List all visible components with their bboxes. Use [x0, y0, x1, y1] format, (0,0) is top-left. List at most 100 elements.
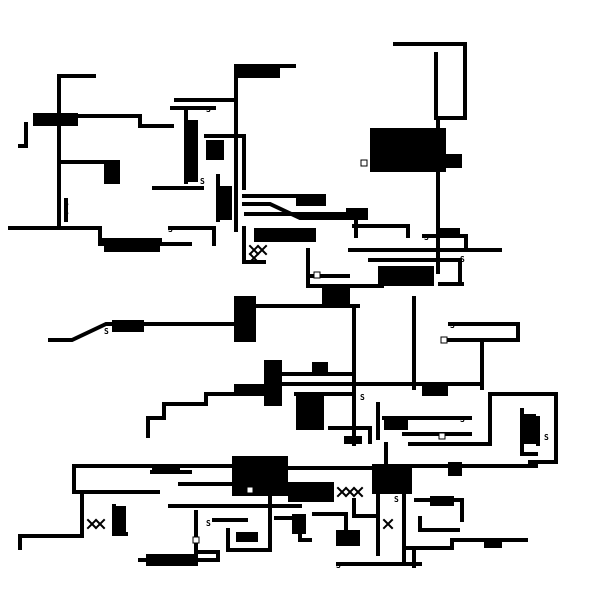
room-block: [112, 320, 144, 332]
room-block: [296, 392, 324, 430]
room-block: [322, 288, 350, 304]
room-block: [384, 416, 408, 430]
room-block: [114, 506, 126, 532]
room-block: [236, 532, 258, 542]
wall-segment: [352, 224, 410, 238]
room-block: [104, 160, 120, 184]
wall-segment: [418, 516, 460, 532]
cross-marker-icon: [94, 518, 106, 530]
wall-segment: [404, 538, 528, 550]
s-marker-icon: S: [460, 255, 465, 264]
s-marker-icon: S: [394, 495, 399, 504]
room-block: [430, 496, 454, 506]
s-marker-icon: S: [64, 199, 69, 208]
wall-segment: [8, 226, 162, 242]
room-block: [33, 113, 78, 126]
wall-segment: [34, 114, 174, 128]
s-marker-icon: S: [206, 105, 211, 114]
wall-segment: [146, 402, 166, 438]
wall-segment: [48, 322, 238, 342]
wall-segment: [368, 258, 462, 286]
upper-right-structure: [360, 42, 467, 274]
room-block: [146, 554, 198, 566]
room-block: [292, 514, 306, 534]
middle-band-structure: S S S: [242, 224, 502, 446]
s-marker-icon: S: [424, 233, 429, 242]
room-block: [234, 384, 264, 396]
wall-segment: [393, 42, 467, 120]
wall-segment: [162, 392, 238, 406]
square-marker-icon: [438, 432, 446, 440]
wall-segment: [306, 248, 384, 288]
s-marker-icon: S: [64, 208, 69, 217]
wall-segment: [242, 202, 350, 220]
upper-left-structure: S S: [8, 74, 192, 252]
cross-marker-icon: [248, 252, 260, 264]
wall-segment: [18, 122, 28, 148]
room-block: [336, 530, 360, 546]
cross-marker-icon: [256, 244, 268, 256]
room-block: [184, 120, 198, 182]
wall-segment: [18, 492, 84, 550]
room-block: [448, 462, 462, 476]
room-block: [232, 456, 288, 496]
wall-segment: [520, 408, 538, 456]
s-marker-icon: S: [450, 321, 455, 330]
cross-marker-icon: [382, 518, 394, 530]
central-top-structure: S S S: [152, 64, 368, 246]
wall-segment: [312, 512, 348, 532]
cross-marker-icon: [248, 244, 260, 256]
wall-segment: [448, 322, 520, 340]
room-block: [254, 228, 316, 242]
cross-marker-icon: [400, 142, 412, 154]
square-marker-icon: [246, 486, 254, 494]
wall-segment: [204, 134, 246, 190]
room-block: [288, 482, 334, 502]
wall-segment: [226, 528, 272, 552]
s-marker-icon: S: [200, 177, 205, 186]
room-block: [344, 436, 362, 444]
center-lower-structure: S: [146, 360, 482, 444]
room-block: [372, 464, 412, 494]
wall-segment: [328, 426, 372, 444]
wall-segment: [168, 226, 216, 246]
s-marker-icon: S: [104, 327, 109, 336]
left-middle-structure: S S: [48, 296, 520, 390]
room-block: [152, 464, 180, 474]
room-block: [346, 208, 368, 220]
s-marker-icon: S: [168, 225, 173, 234]
s-marker-icon: S: [336, 561, 341, 570]
room-block: [312, 362, 328, 372]
room-block: [524, 414, 536, 444]
wall-segment: [408, 392, 492, 446]
right-middle-structure: S S: [382, 392, 558, 476]
square-marker-icon: [313, 271, 321, 279]
square-marker-icon: [360, 159, 368, 167]
room-block: [432, 154, 462, 168]
square-marker-icon: [440, 336, 448, 344]
room-block: [216, 186, 232, 220]
room-block: [296, 194, 326, 206]
square-marker-icon: [192, 536, 200, 544]
room-block: [484, 538, 502, 548]
room-block: [378, 266, 434, 286]
s-marker-icon: S: [206, 519, 211, 528]
cross-marker-icon: [86, 518, 98, 530]
room-block: [264, 360, 282, 406]
room-block: [236, 64, 280, 78]
s-marker-icon: S: [266, 233, 271, 242]
cross-marker-icon: [344, 486, 356, 498]
s-marker-icon: S: [544, 433, 549, 442]
s-marker-icon: S: [360, 393, 365, 402]
room-block: [234, 296, 256, 342]
room-block: [104, 244, 160, 252]
cross-marker-icon: [352, 486, 364, 498]
cross-marker-icon: [392, 142, 404, 154]
bottom-cluster-structure: S S S: [18, 456, 528, 570]
wall-segment: [352, 498, 380, 518]
room-block: [436, 228, 460, 238]
wall-segment: [72, 464, 160, 494]
wall-segment: [488, 392, 558, 464]
